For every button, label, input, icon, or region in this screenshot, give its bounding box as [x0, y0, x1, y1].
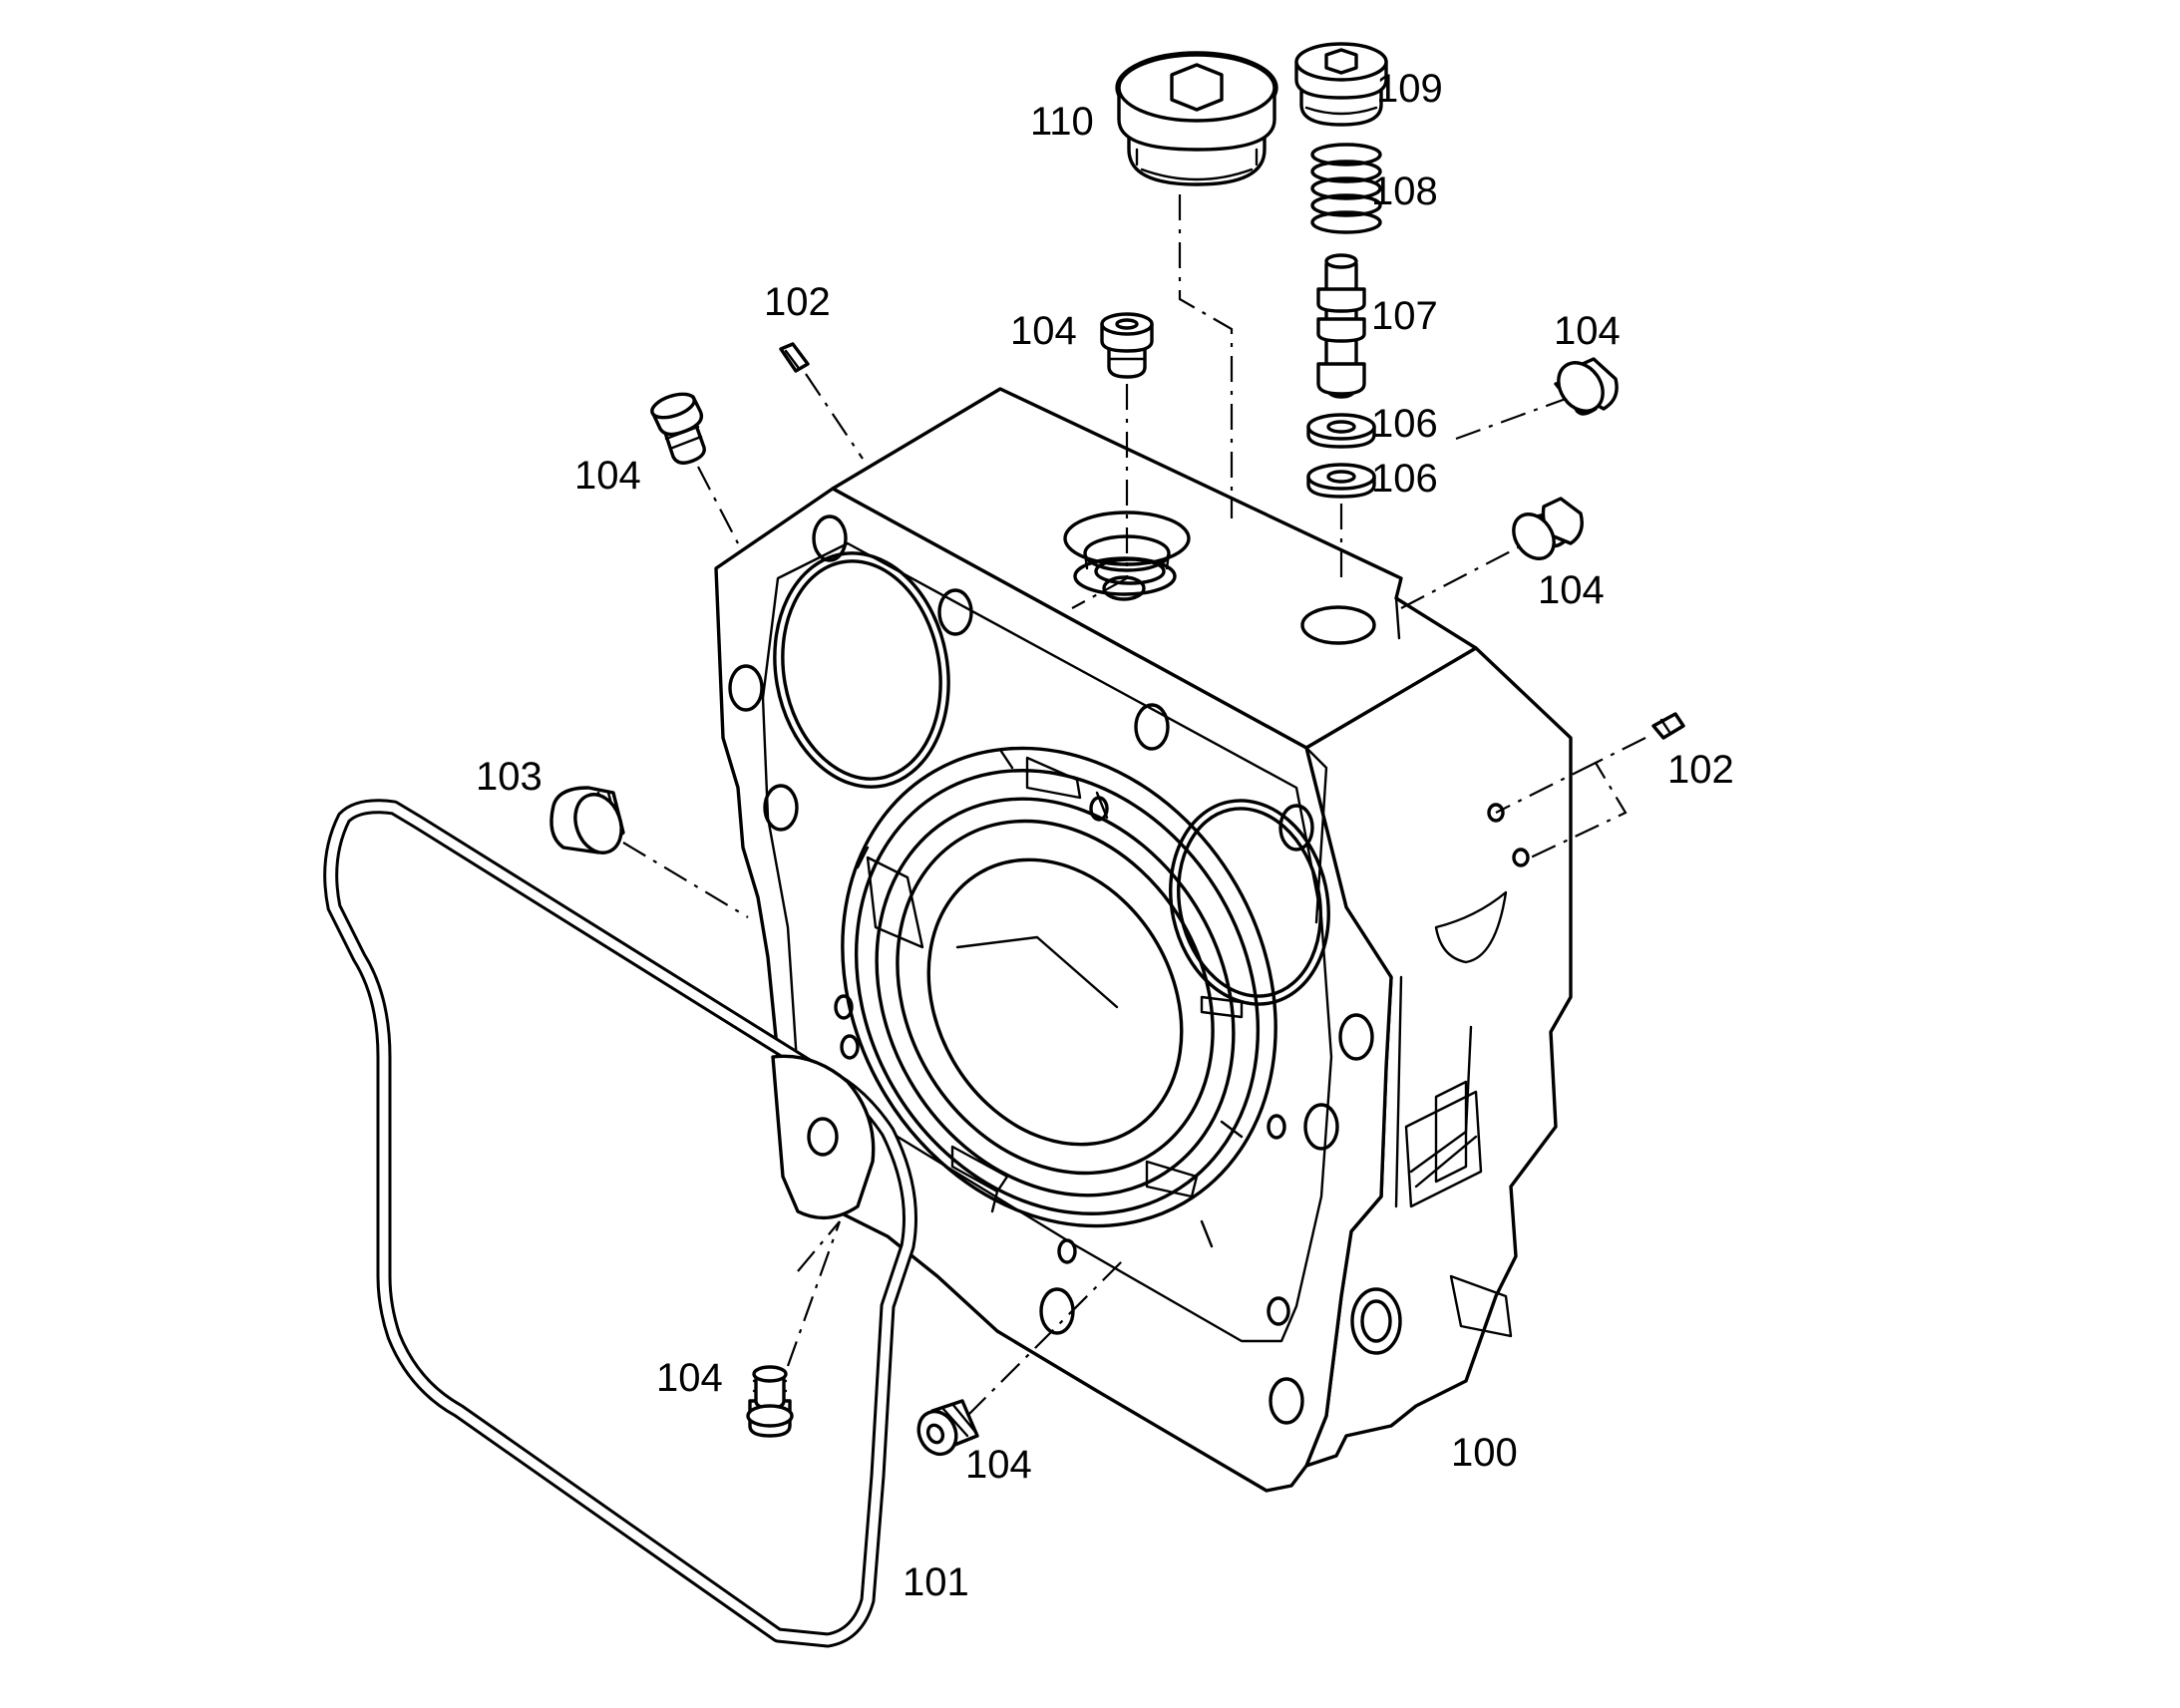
label-109: 109 — [1376, 67, 1443, 111]
label-103: 103 — [476, 755, 543, 799]
label-106-a: 106 — [1371, 402, 1438, 446]
label-110: 110 — [1030, 100, 1094, 144]
label-104-top-right: 104 — [1554, 309, 1621, 353]
label-102-top: 102 — [764, 280, 831, 324]
label-108: 108 — [1371, 170, 1438, 213]
washer-106-a — [1306, 413, 1376, 449]
pin-102-top — [779, 342, 810, 373]
plug-109 — [1294, 42, 1388, 127]
plug-104-right-middle — [1512, 497, 1584, 560]
leader-lines — [622, 194, 1646, 1417]
label-107: 107 — [1371, 294, 1438, 338]
label-102-right: 102 — [1667, 748, 1734, 792]
spring-108 — [1310, 143, 1382, 234]
label-106-b: 106 — [1371, 457, 1438, 501]
pin-102-right — [1651, 712, 1685, 740]
part-labels: 100 101 102 102 103 104 104 104 104 104 … — [476, 67, 1734, 1604]
plug-104-top-right — [1554, 357, 1619, 416]
label-100: 100 — [1451, 1431, 1518, 1475]
piston-107 — [1316, 253, 1366, 399]
plug-104-top-center — [1100, 312, 1154, 379]
washer-106-b — [1306, 463, 1376, 499]
plug-104-top-left — [650, 392, 706, 465]
label-104-right-middle: 104 — [1538, 568, 1605, 612]
label-104-top-left: 104 — [574, 454, 641, 498]
label-101: 101 — [903, 1560, 969, 1604]
label-104-bottom-center: 104 — [965, 1443, 1032, 1487]
housing-100 — [714, 387, 1573, 1493]
gasket-101 — [323, 799, 917, 1648]
plug-104-bottom-center — [916, 1399, 979, 1457]
label-104-bottom-left: 104 — [656, 1356, 723, 1400]
label-104-top-center: 104 — [1010, 309, 1077, 353]
plug-110 — [1115, 51, 1278, 186]
plug-103 — [549, 786, 625, 854]
plug-104-bottom-left — [746, 1365, 794, 1438]
